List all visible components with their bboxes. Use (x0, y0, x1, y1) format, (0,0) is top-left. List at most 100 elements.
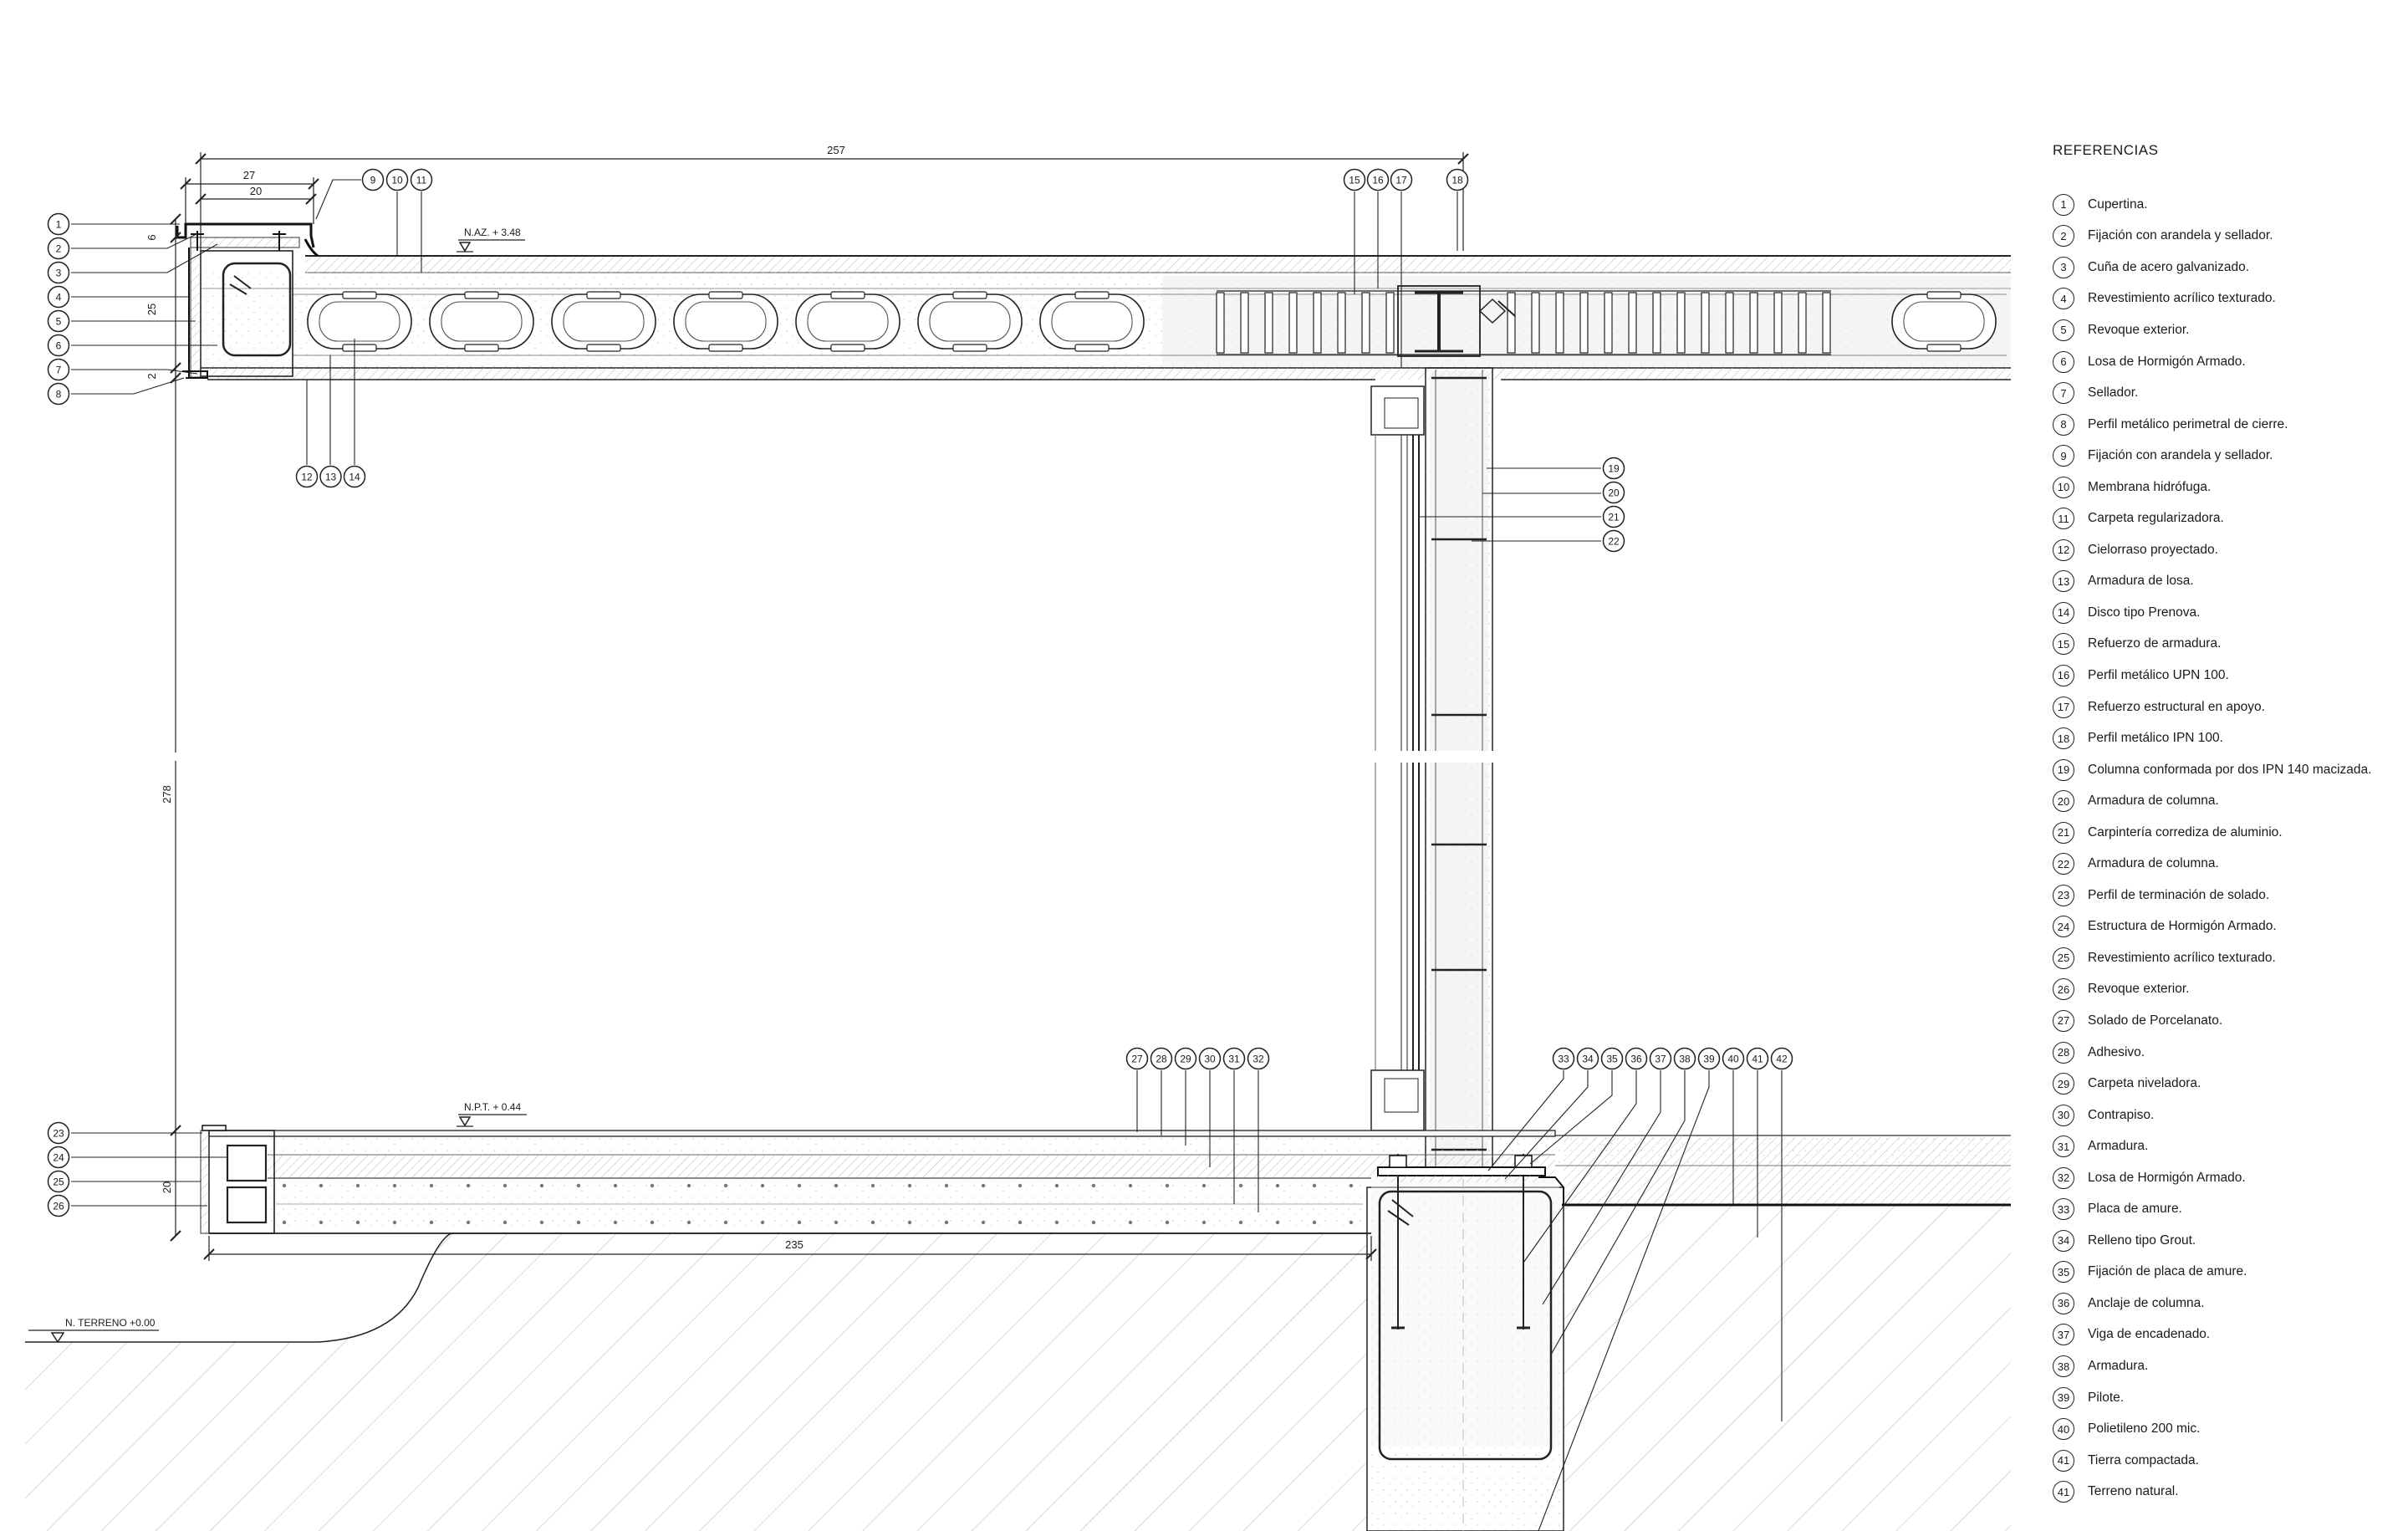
floor-rebar-dot (1238, 1183, 1243, 1188)
prenova-disc (551, 291, 656, 352)
legend-number: 13 (2053, 570, 2074, 593)
legend-text: Carpeta niveladora. (2088, 1076, 2201, 1091)
callout-number: 33 (1558, 1054, 1569, 1065)
floor-rebar-dot (355, 1220, 360, 1225)
window-sill-frame (1370, 1069, 1425, 1131)
level-roof-text: N.AZ. + 3.48 (464, 227, 521, 238)
legend-text: Perfil metálico IPN 100. (2088, 731, 2223, 746)
level-markers: N.AZ. + 3.48 N.P.T. + 0.44 N. TERRENO +0… (28, 227, 527, 1344)
callout-31: 31 (1222, 1047, 1246, 1070)
dim-20-floor: 20 (161, 1181, 173, 1193)
roof-screed (305, 256, 2011, 273)
dim-ticks (170, 153, 1469, 1260)
callout-3: 3 (47, 261, 70, 284)
legend-number: 40 (2053, 1418, 2074, 1441)
soil (25, 1135, 2011, 1531)
beam-bar (1822, 292, 1831, 354)
legend-text: Fijación con arandela y sellador. (2088, 448, 2273, 463)
callout-number: 40 (1727, 1054, 1739, 1065)
floor-rebar-dot (503, 1183, 508, 1188)
callout-36: 36 (1625, 1047, 1648, 1070)
floor-rebar-dot (650, 1220, 655, 1225)
callout-16: 16 (1366, 168, 1390, 191)
legend-text: Fijación de placa de amure. (2088, 1264, 2247, 1279)
floor-rebar-dot (1275, 1183, 1280, 1188)
floor-rebar-dot (1349, 1183, 1354, 1188)
coping-wedge (190, 237, 300, 248)
callout-22: 22 (1602, 529, 1625, 553)
legend-text: Estructura de Hormigón Armado. (2088, 919, 2277, 934)
legend-number: 26 (2053, 978, 2074, 1001)
callout-14: 14 (343, 465, 366, 488)
dim-6: 6 (145, 234, 158, 240)
legend-number: 3 (2053, 256, 2074, 278)
callout-40: 40 (1722, 1047, 1745, 1070)
legend-text: Terreno natural. (2088, 1484, 2179, 1499)
callout-number: 4 (56, 292, 62, 304)
legend-item: 41 Terreno natural. (2053, 1476, 2404, 1508)
beam-bar (1264, 292, 1273, 354)
floor-rebar-dot (282, 1183, 287, 1188)
callout-number: 34 (1582, 1054, 1594, 1065)
legend-number: 41 (2053, 1449, 2074, 1472)
floor-rebar-dot (576, 1220, 581, 1225)
break-gap (1363, 751, 1505, 763)
dimension-texts: 257 27 20 6 25 2 278 20 235 (145, 144, 845, 1251)
callout-37: 37 (1649, 1047, 1672, 1070)
beam-bar (1313, 292, 1322, 354)
window-sill-inner (1384, 1078, 1419, 1113)
legend-number: 16 (2053, 664, 2074, 686)
callout-number: 5 (56, 316, 62, 328)
beam-bar (1216, 292, 1225, 354)
beam-bar (1725, 292, 1734, 354)
callout-19: 19 (1602, 457, 1625, 480)
callout-number: 41 (1752, 1054, 1763, 1065)
legend-number: 9 (2053, 445, 2074, 467)
floor-rebar-dot (392, 1183, 397, 1188)
floor-rebar-dot (797, 1220, 802, 1225)
dimensions (170, 152, 1469, 1261)
callout-38: 38 (1673, 1047, 1696, 1070)
callout-number: 32 (1252, 1054, 1264, 1065)
callout-4: 4 (47, 285, 70, 309)
legend-text: Anclaje de columna. (2088, 1295, 2205, 1310)
legend-text: Pilote. (2088, 1390, 2125, 1405)
legend-number: 41 (2053, 1481, 2074, 1503)
legend-text: Cielorraso proyectado. (2088, 542, 2218, 557)
floor-rebar-dot (723, 1220, 728, 1225)
callout-29: 29 (1174, 1047, 1197, 1070)
callout-number: 30 (1204, 1054, 1216, 1065)
prenova-disc (795, 291, 900, 352)
perimeter-profile (182, 370, 208, 379)
legend-number: 30 (2053, 1104, 2074, 1126)
edge-beam-stirrup (222, 262, 292, 357)
legend-item: 40 Polietileno 200 mic. (2053, 1413, 2404, 1445)
floor-rebar-dot (1054, 1183, 1059, 1188)
legend-text: Polietileno 200 mic. (2088, 1421, 2201, 1437)
legend-number: 39 (2053, 1386, 2074, 1409)
coping-fixing-left (191, 231, 204, 251)
void-discs (307, 291, 1997, 352)
legend-text: Columna conformada por dos IPN 140 maciz… (2088, 762, 2372, 777)
legend-number: 6 (2053, 350, 2074, 373)
dim-25: 25 (145, 304, 158, 315)
callout-leaders (71, 179, 1783, 1531)
floor-rebar-dot (282, 1220, 287, 1225)
callout-number: 17 (1395, 175, 1407, 186)
floor-rebar-dot (319, 1183, 324, 1188)
callout-number: 31 (1228, 1054, 1240, 1065)
level-ground-text: N. TERRENO +0.00 (65, 1317, 156, 1329)
